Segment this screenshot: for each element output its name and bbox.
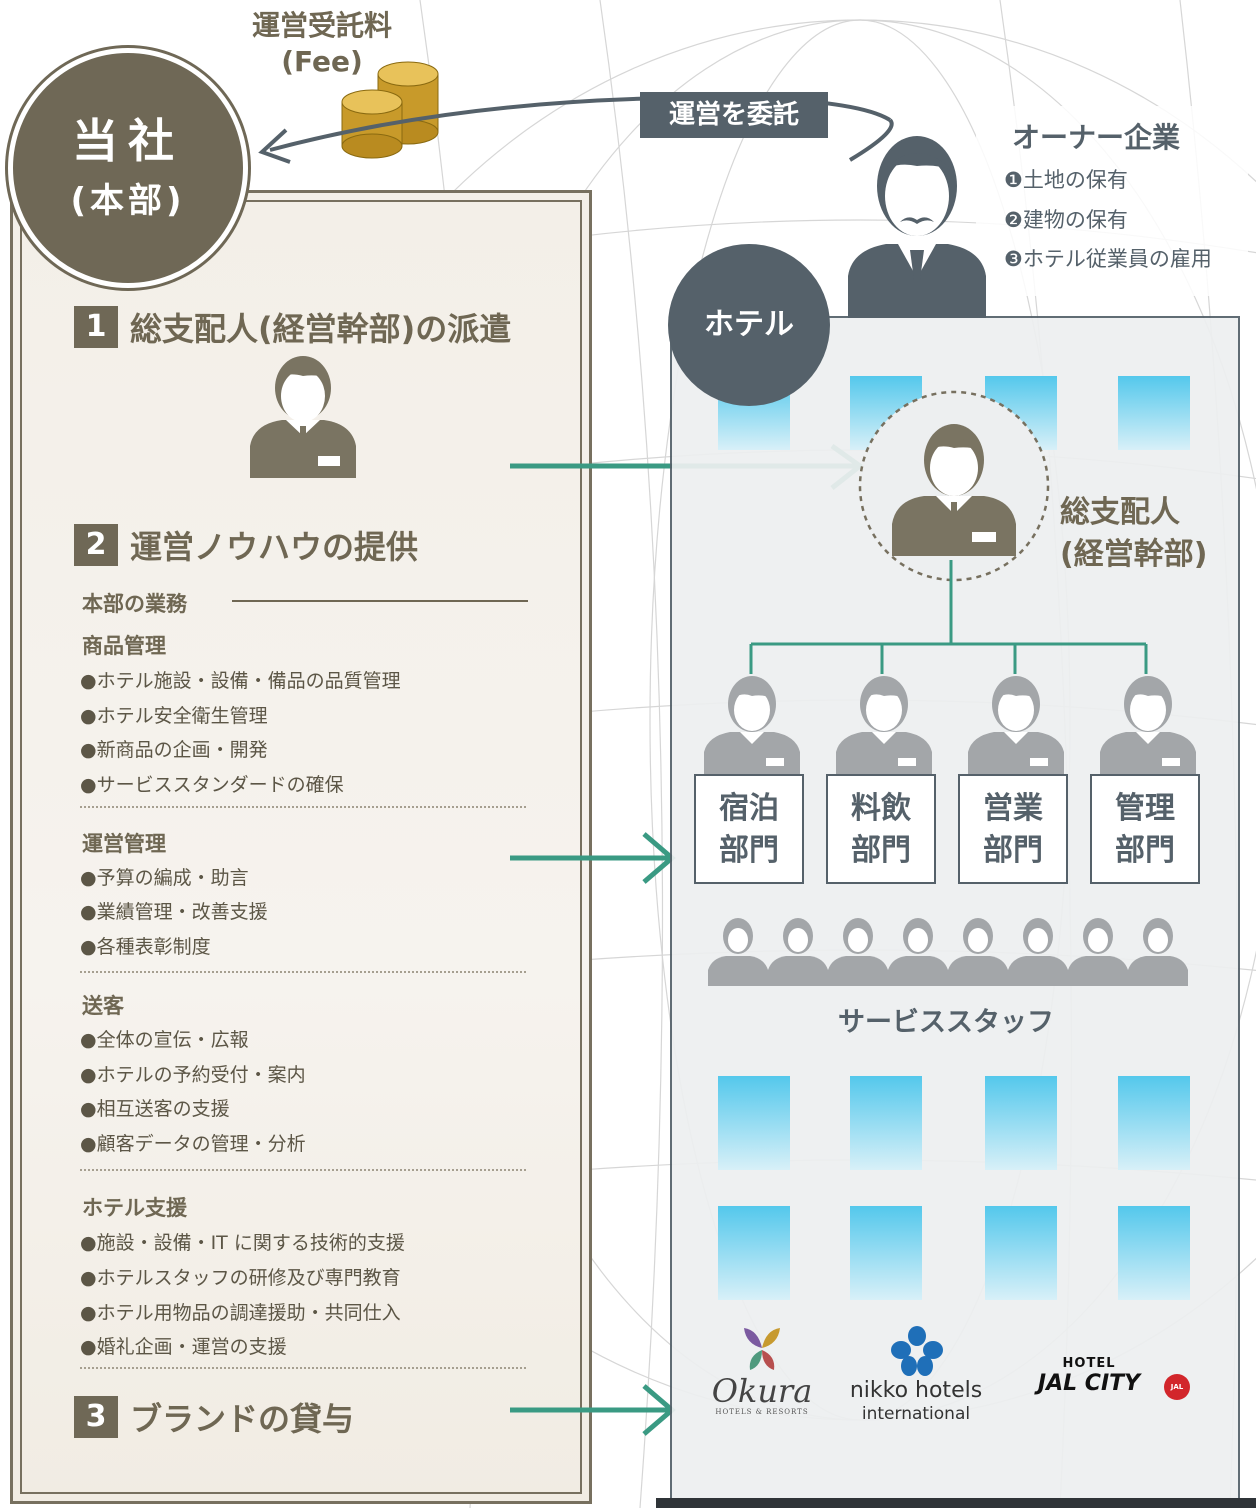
list-item: ●ホテル用物品の調達援助・共同仕入 xyxy=(80,1302,401,1324)
divider xyxy=(80,1367,526,1369)
category-operation-mgmt: 運営管理 xyxy=(82,832,166,856)
list-item: ●サービススタンダードの確保 xyxy=(80,774,344,796)
list-item: ●相互送客の支援 xyxy=(80,1098,230,1120)
service-staff-label: サービススタッフ xyxy=(838,1007,1054,1038)
service-staff-group-icon xyxy=(708,918,1188,986)
list-item: ●ホテル安全衛生管理 xyxy=(80,705,268,727)
list-item: ●ホテルの予約受付・案内 xyxy=(80,1064,306,1086)
dept-label-line1: 宿泊 xyxy=(719,791,779,826)
hq-badge-line1: 当社 xyxy=(72,114,184,168)
list-item: ●施設・設備・IT に関する技術的支援 xyxy=(80,1232,405,1254)
window xyxy=(718,1076,790,1170)
nikko-logo-line1: nikko hotels xyxy=(849,1378,983,1403)
dept-label-line1: 料飲 xyxy=(851,791,911,826)
owner-item: ❸ホテル従業員の雇用 xyxy=(1004,247,1212,271)
hq-duties-label: 本部の業務 xyxy=(82,592,187,616)
dept-label-line2: 部門 xyxy=(719,833,779,868)
section-2-title: 2 運営ノウハウの提供 xyxy=(74,522,418,568)
dept-box-administration: 管理 部門 xyxy=(1090,774,1200,884)
coins-icon xyxy=(341,61,439,159)
fee-label-line1: 運営受託料 xyxy=(251,9,392,42)
hq-badge: 当社 (本部) xyxy=(8,48,248,288)
owner-person-icon xyxy=(848,136,986,318)
hq-badge-line2: (本部) xyxy=(70,181,186,221)
general-manager-person-icon xyxy=(250,356,356,478)
list-item: ●ホテルスタッフの研修及び専門教育 xyxy=(80,1267,401,1289)
divider xyxy=(80,971,526,973)
owner-title: オーナー企業 xyxy=(1012,121,1181,154)
section-3-number: 3 xyxy=(74,1396,118,1438)
window xyxy=(1118,1076,1190,1170)
category-hotel-support: ホテル支援 xyxy=(82,1196,187,1220)
section-1-title: 1 総支配人(経営幹部)の派遣 xyxy=(74,304,511,350)
section-2-number: 2 xyxy=(74,524,118,566)
list-item: ●ホテル施設・設備・備品の品質管理 xyxy=(80,670,401,692)
section-1-number: 1 xyxy=(74,306,118,348)
arrow-know-how xyxy=(510,832,676,884)
dept-head-person-icon xyxy=(704,676,800,774)
dept-box-accommodation: 宿泊 部門 xyxy=(694,774,804,884)
jal-city-logo: HOTEL JAL CITY xyxy=(1014,1356,1164,1396)
okura-logo-sub: HOTELS & RESORTS xyxy=(715,1408,809,1416)
jal-crane-icon: JAL xyxy=(1164,1374,1190,1400)
window xyxy=(985,1076,1057,1170)
jal-logo-top: HOTEL xyxy=(1062,1356,1116,1371)
fee-flow-arrow xyxy=(258,95,894,164)
section-3-title: 3 ブランドの貸与 xyxy=(74,1394,354,1440)
window xyxy=(850,1206,922,1300)
gm-label-line1: 総支配人 xyxy=(1060,495,1180,530)
dept-label-line1: 営業 xyxy=(983,791,1043,826)
dept-label-line1: 管理 xyxy=(1115,791,1175,826)
okura-logo: Okura HOTELS & RESORTS xyxy=(700,1374,824,1416)
list-item: ●顧客データの管理・分析 xyxy=(80,1133,306,1155)
window xyxy=(718,1206,790,1300)
owner-item: ❷建物の保有 xyxy=(1004,208,1128,232)
divider xyxy=(80,1169,526,1171)
window xyxy=(850,1076,922,1170)
section-3-label: ブランドの貸与 xyxy=(130,1400,355,1438)
list-item: ●予算の編成・助言 xyxy=(80,867,249,889)
dept-head-person-icon xyxy=(836,676,932,774)
list-item: ●業績管理・改善支援 xyxy=(80,901,268,923)
hotel-base xyxy=(656,1498,1256,1508)
nikko-logo: nikko hotels international xyxy=(846,1378,986,1424)
dept-box-sales: 営業 部門 xyxy=(958,774,1068,884)
list-item: ●各種表彰制度 xyxy=(80,936,211,958)
gm-label-line2: (経営幹部) xyxy=(1060,537,1208,572)
gm-person-icon xyxy=(892,424,1016,556)
list-item: ●新商品の企画・開発 xyxy=(80,739,268,761)
fee-label-line2: (Fee) xyxy=(281,45,363,78)
section-2-label: 運営ノウハウの提供 xyxy=(130,528,419,566)
dept-label-line2: 部門 xyxy=(983,833,1043,868)
list-item: ●婚礼企画・運営の支援 xyxy=(80,1336,287,1358)
list-item: ●全体の宣伝・広報 xyxy=(80,1029,249,1051)
window xyxy=(985,1206,1057,1300)
category-product-mgmt: 商品管理 xyxy=(82,634,166,658)
hotel-badge: ホテル xyxy=(668,244,830,406)
gm-label: 総支配人 (経営幹部) xyxy=(1060,492,1207,576)
divider xyxy=(80,806,526,808)
dept-label-line2: 部門 xyxy=(1115,833,1175,868)
owner-item: ❶土地の保有 xyxy=(1004,168,1128,192)
category-customer-referral: 送客 xyxy=(82,994,124,1018)
dept-head-person-icon xyxy=(1100,676,1196,774)
consign-label: 運営を委託 xyxy=(640,92,828,138)
dept-label-line2: 部門 xyxy=(851,833,911,868)
okura-logo-name: Okura xyxy=(711,1372,813,1410)
jal-logo-name: JAL CITY xyxy=(1037,1371,1141,1396)
okura-emblem-icon xyxy=(744,1328,780,1370)
section-1-label: 総支配人(経営幹部)の派遣 xyxy=(130,310,512,348)
nikko-logo-line2: international xyxy=(861,1404,971,1424)
fee-label: 運営受託料 (Fee) xyxy=(236,8,408,80)
hq-duties-rule xyxy=(232,600,528,602)
org-chart-lines xyxy=(749,560,1148,674)
arrow-brand xyxy=(510,1384,676,1436)
nikko-emblem-icon xyxy=(891,1326,943,1376)
window xyxy=(1118,1206,1190,1300)
owner-panel xyxy=(976,106,1248,296)
dept-box-food-beverage: 料飲 部門 xyxy=(826,774,936,884)
window xyxy=(1118,376,1190,450)
dept-head-person-icon xyxy=(968,676,1064,774)
